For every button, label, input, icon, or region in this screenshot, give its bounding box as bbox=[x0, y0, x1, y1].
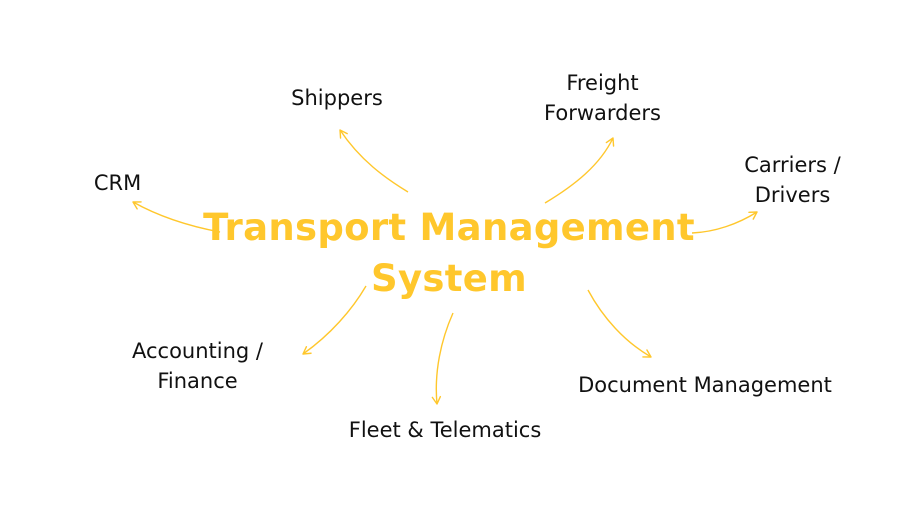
node-crm-label: CRM bbox=[93, 171, 142, 195]
center-title-line-1: Transport Management bbox=[203, 206, 695, 249]
center-title-line-2: System bbox=[371, 257, 527, 300]
node-shippers: Shippers bbox=[262, 83, 412, 113]
node-freight-forwarders: Freight Forwarders bbox=[520, 68, 685, 128]
node-shippers-label: Shippers bbox=[291, 86, 383, 110]
node-accounting-finance: Accounting / Finance bbox=[110, 336, 285, 396]
node-carriers-label-line-1: Carriers / bbox=[744, 153, 841, 177]
node-document-management: Document Management bbox=[555, 370, 855, 400]
node-accounting-label-line-2: Finance bbox=[157, 369, 238, 393]
node-freight-label-line-1: Freight bbox=[566, 71, 639, 95]
node-carriers-drivers: Carriers / Drivers bbox=[725, 150, 860, 210]
arrow-to-carriers-drivers bbox=[691, 211, 758, 234]
node-document-label: Document Management bbox=[578, 373, 832, 397]
arrow-to-crm bbox=[132, 201, 221, 233]
node-fleet-label: Fleet & Telematics bbox=[348, 418, 542, 442]
arrow-to-freight-forwarders bbox=[544, 137, 615, 204]
center-node-title: Transport Management System bbox=[200, 202, 698, 304]
node-carriers-label-line-2: Drivers bbox=[754, 183, 831, 207]
node-accounting-label-line-1: Accounting / bbox=[131, 339, 263, 363]
arrow-to-shippers bbox=[339, 129, 409, 193]
arrow-to-fleet-telematics bbox=[431, 312, 454, 405]
node-crm: CRM bbox=[70, 168, 165, 198]
node-fleet-telematics: Fleet & Telematics bbox=[320, 415, 570, 445]
node-freight-label-line-2: Forwarders bbox=[544, 101, 661, 125]
arrow-to-accounting-finance bbox=[302, 285, 367, 355]
arrow-to-document-management bbox=[587, 289, 652, 358]
